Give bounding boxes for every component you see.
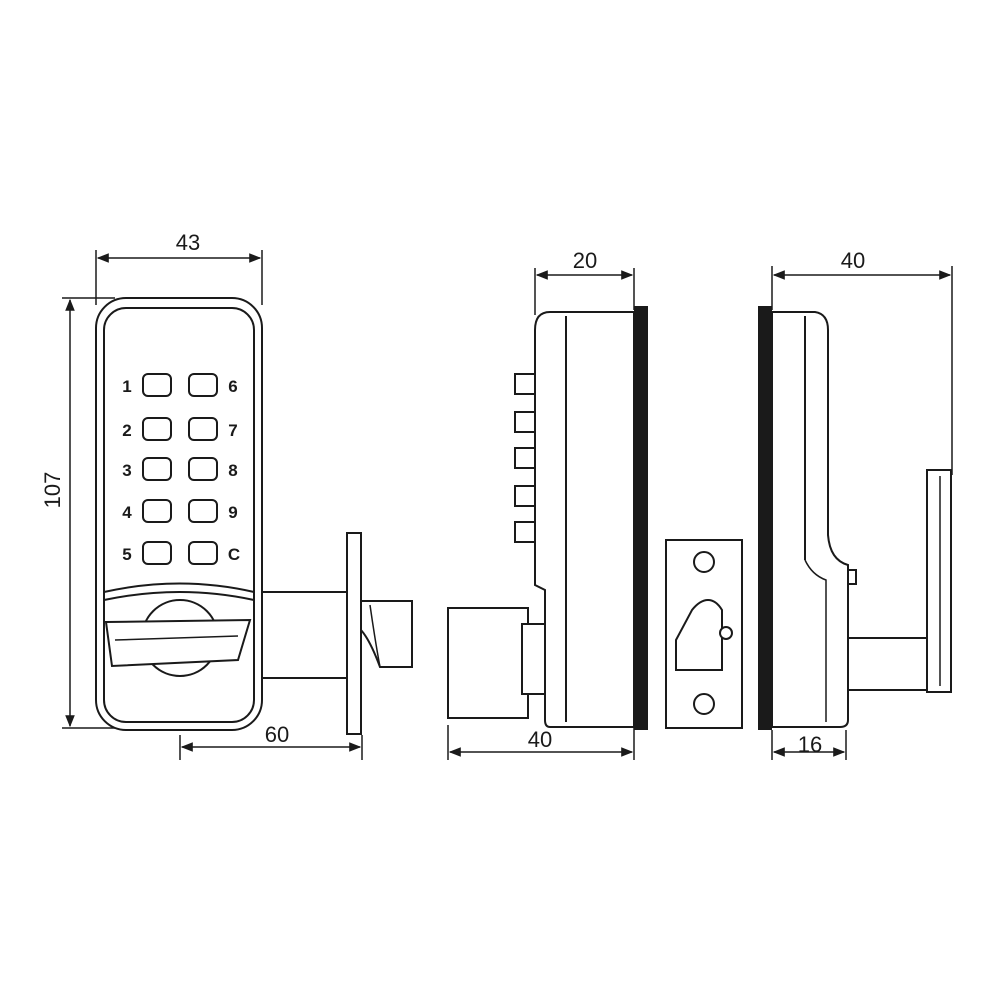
key-button-9 <box>188 499 218 523</box>
key-label: 1 <box>122 377 131 396</box>
key-label: 6 <box>228 377 237 396</box>
thumb-turn-handle <box>103 582 255 677</box>
keypad: 1 2 3 4 5 6 7 8 9 C <box>122 373 240 565</box>
key-button-c <box>188 541 218 565</box>
dim-side-depth-label: 20 <box>573 248 597 273</box>
latch-housing <box>261 591 348 679</box>
latch-faceplate <box>346 532 362 735</box>
key-label: 3 <box>122 461 131 480</box>
back-lever-shaft <box>845 637 931 691</box>
front-inner-housing <box>103 307 255 723</box>
key-button-8 <box>188 457 218 481</box>
back-lever-end <box>926 469 952 693</box>
dim-front-width-label: 43 <box>176 230 200 255</box>
screw-hole-top <box>693 551 715 573</box>
dim-latch-length-label: 60 <box>265 722 289 747</box>
dim-front-height-label: 107 <box>40 472 65 509</box>
key-label: 8 <box>228 461 237 480</box>
screw-hole-bottom <box>693 693 715 715</box>
side-handle-neck <box>521 623 547 695</box>
side-door-plate <box>634 306 648 730</box>
dim-back-total-label: 40 <box>841 248 865 273</box>
back-door-plate <box>758 306 772 730</box>
side-handle-block <box>447 607 529 719</box>
side-key-profile <box>514 485 536 507</box>
latch-bolt <box>360 600 413 668</box>
key-button-4 <box>142 499 172 523</box>
key-button-6 <box>188 373 218 397</box>
back-view: 40 16 <box>758 248 953 760</box>
key-label: C <box>228 545 240 564</box>
back-body <box>771 311 849 728</box>
side-view: 20 40 <box>447 248 648 760</box>
side-key-profile <box>514 411 536 433</box>
side-key-profile <box>514 447 536 469</box>
dim-side-total-label: 40 <box>528 727 552 752</box>
strike-opening <box>675 598 723 671</box>
key-button-3 <box>142 457 172 481</box>
key-button-5 <box>142 541 172 565</box>
strike-pin <box>719 626 733 640</box>
key-label: 2 <box>122 421 131 440</box>
front-view: 43 107 1 2 3 4 5 6 <box>40 230 413 760</box>
side-key-profile <box>514 373 536 395</box>
dim-back-base-label: 16 <box>798 732 822 757</box>
side-key-profile <box>514 521 536 543</box>
strike-plate <box>665 539 743 729</box>
key-label: 9 <box>228 503 237 522</box>
key-label: 4 <box>122 503 132 522</box>
key-button-1 <box>142 373 172 397</box>
key-label: 7 <box>228 421 237 440</box>
key-label: 5 <box>122 545 131 564</box>
key-button-7 <box>188 417 218 441</box>
side-body <box>534 311 635 728</box>
key-button-2 <box>142 417 172 441</box>
